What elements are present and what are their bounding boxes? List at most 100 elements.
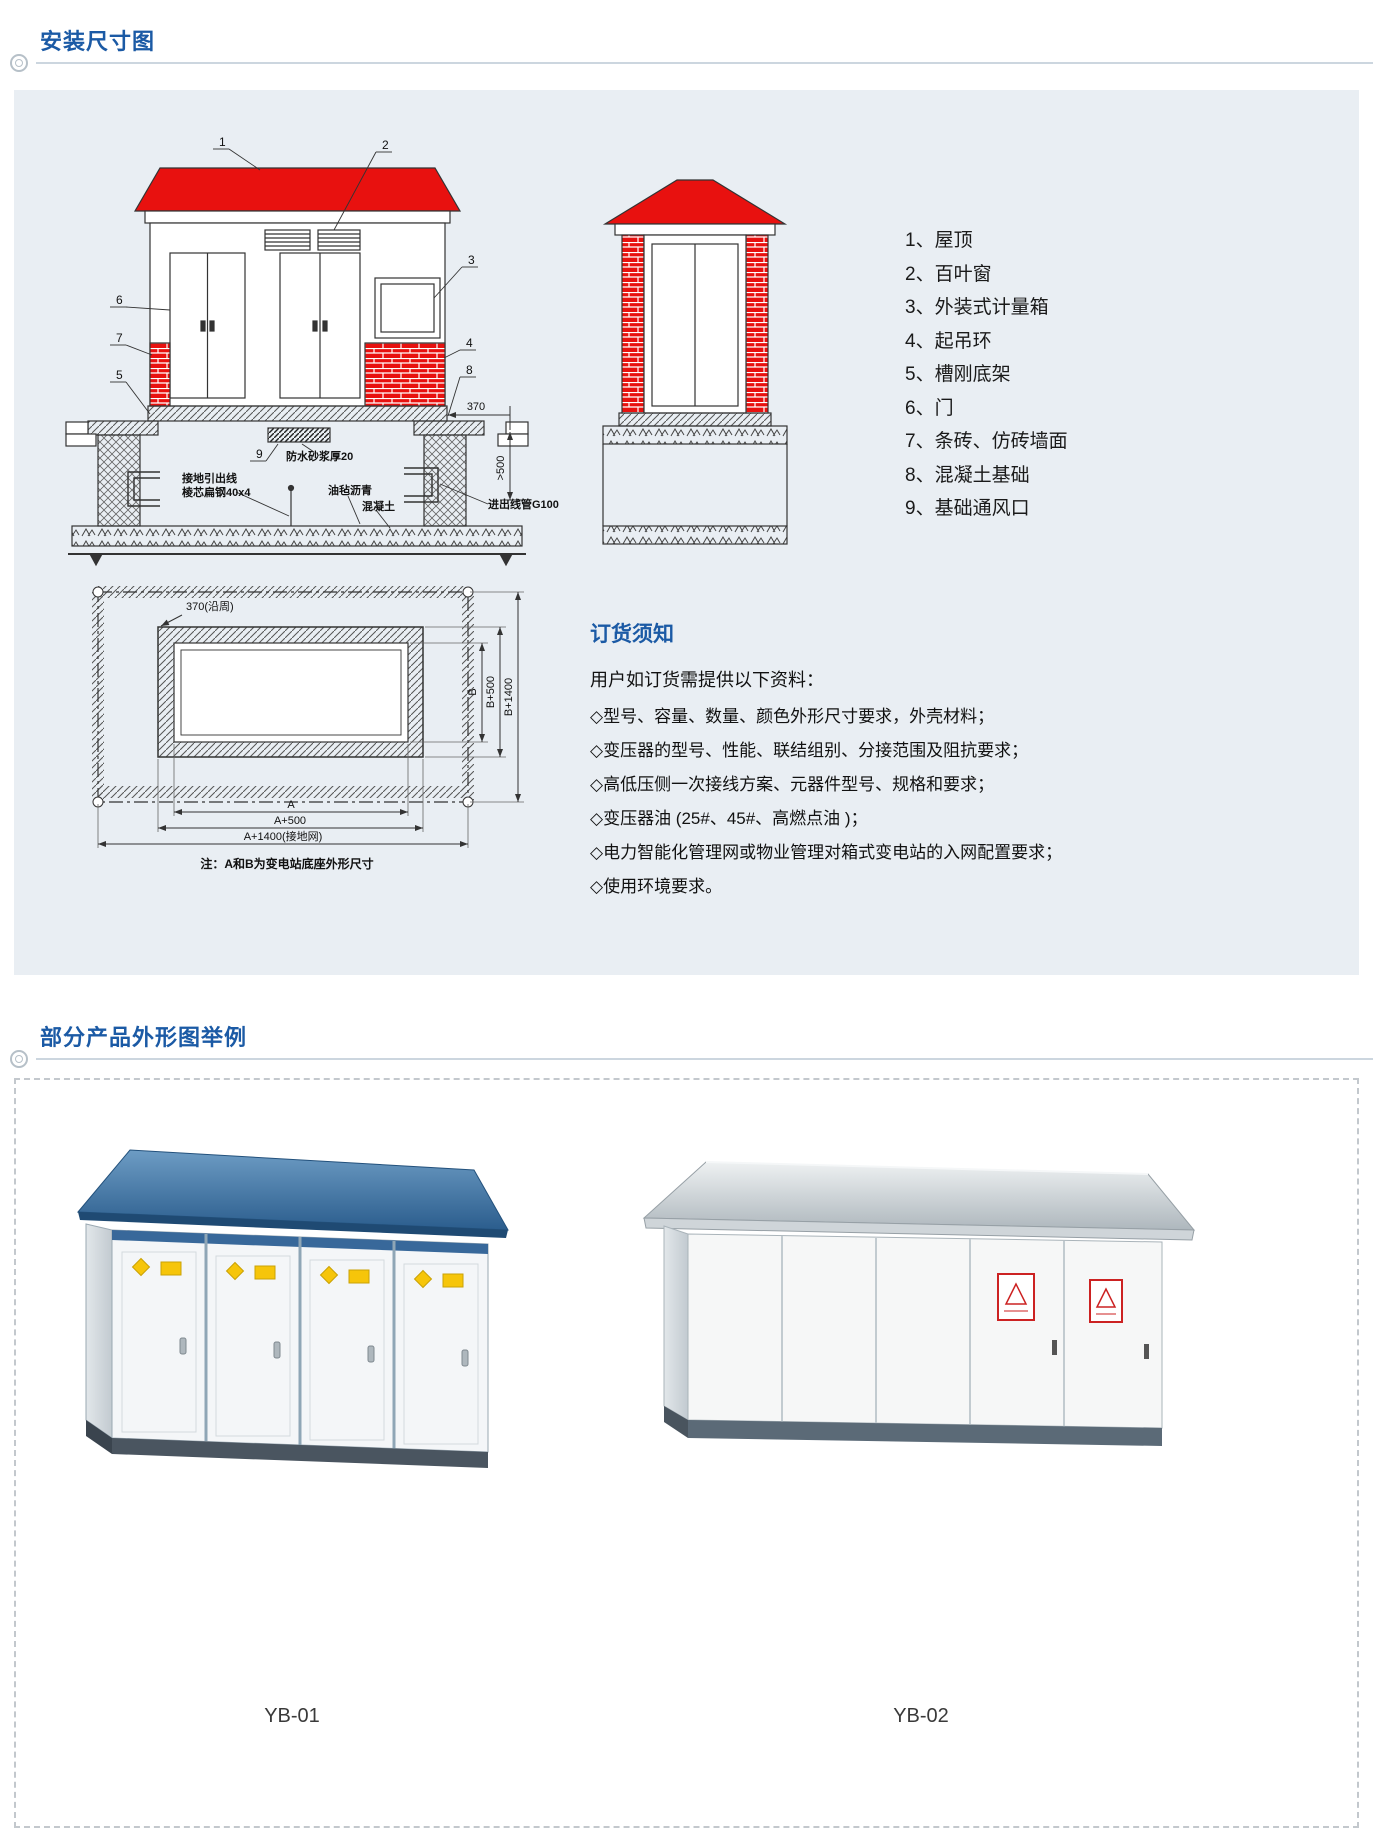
dim-370-perimeter: 370(沿周) (186, 600, 234, 613)
dim-gt500: >500 (495, 456, 507, 481)
part-item: 9、基础通风口 (905, 498, 1030, 519)
right-door (279, 252, 361, 399)
side-foundation (602, 425, 788, 545)
part-item: 5、槽刚底架 (905, 364, 1011, 385)
yb01-warning-signs (131, 1257, 464, 1289)
brick-face-left (149, 342, 171, 407)
yb02-front-face (687, 1233, 1163, 1429)
left-door (169, 252, 246, 399)
product-photo-yb01 (76, 1149, 509, 1468)
foundation-inner (173, 642, 409, 743)
ordering-item: ◇使用环境要求。 (590, 877, 723, 896)
roof (133, 167, 462, 212)
ground-lead (287, 484, 295, 526)
label-ground-lead-1: 接地引出线 (182, 471, 237, 485)
yb02-door-handles (1052, 1340, 1149, 1359)
side-brick-left (621, 234, 645, 414)
side-fascia (614, 223, 776, 236)
callout-leaders (110, 148, 478, 462)
ordering-item: ◇变压器油 (25#、45#、高燃点油 )； (590, 809, 868, 828)
anchor-right (498, 553, 514, 567)
section2-title: 部分产品外形图举例 (40, 1025, 248, 1050)
ordering-item: ◇高低压侧一次接线方案、元器件型号、规格和要求； (590, 775, 995, 794)
base-slab-edge (180, 649, 402, 736)
dim-A500: A+500 (274, 815, 306, 827)
divider-ornament-icon (10, 1050, 28, 1068)
side-channel-base (618, 412, 772, 427)
part-item: 2、百叶窗 (905, 263, 992, 285)
divider-ornament-icon (10, 54, 28, 72)
label-ground-lead-2: 棱芯扁钢40x4 (182, 485, 251, 499)
dim-B500: B+500 (485, 676, 497, 708)
ordering-items: ◇型号、容量、数量、颜色外形尺寸要求，外壳材料； ◇变压器的型号、性能、联结组别… (590, 700, 1358, 904)
callout-3: 3 (468, 253, 475, 267)
callout-5: 5 (116, 368, 123, 382)
metering-box (374, 277, 441, 339)
callout-2: 2 (382, 138, 389, 152)
side-elevation-drawing (602, 179, 788, 545)
parts-list: 1、屋顶 2、百叶窗 3、外装式计量箱 4、起吊环 5、槽刚底架 6、门 7、条… (905, 224, 1068, 526)
ordering-item: ◇变压器的型号、性能、联结组别、分接范围及阻抗要求； (590, 741, 1029, 760)
yb01-plinth (112, 1438, 488, 1468)
section1-divider (10, 54, 1373, 72)
yb01-side-face (85, 1223, 113, 1439)
yb01-plinth-side (86, 1420, 112, 1454)
callout-6: 6 (116, 293, 123, 307)
channel-base (147, 405, 448, 422)
installation-diagram-panel: 370 >500 接地引出线 棱芯扁钢40x4 油毡沥青 混凝土 进出线管G10… (14, 90, 1359, 975)
callout-4: 4 (466, 336, 473, 350)
side-door (651, 243, 739, 407)
plan-note: 注：A和B为变电站底座外形尺寸 (200, 856, 373, 871)
ordering-intro: 用户如订货需提供以下资料： (590, 670, 824, 690)
section1-title: 安装尺寸图 (40, 29, 156, 54)
caption-yb02: YB-02 (893, 1705, 949, 1727)
yb02-plinth (688, 1420, 1162, 1446)
side-structure (602, 179, 788, 545)
part-item: 8、混凝土基础 (905, 464, 1030, 486)
callout-7: 7 (116, 331, 123, 345)
conduit-hooks (127, 467, 439, 507)
ground-strip (71, 525, 523, 547)
ordering-item: ◇型号、容量、数量、颜色外形尺寸要求，外壳材料； (590, 707, 995, 726)
part-item: 1、屋顶 (905, 230, 973, 251)
plan-extension-lines (97, 591, 524, 848)
yb02-warning-signs (997, 1273, 1123, 1323)
yb02-side-face (663, 1225, 689, 1421)
dim-B: B (467, 688, 479, 695)
yb02-plinth-side (664, 1406, 688, 1438)
side-brick-right (745, 234, 769, 414)
dim-370: 370 (467, 401, 485, 413)
yb02-panel-seams (781, 1236, 1065, 1427)
callout-1: 1 (219, 135, 226, 149)
yb01-door-handles (179, 1337, 469, 1367)
label-conduit: 进出线管G100 (488, 497, 559, 511)
plan-structure (92, 586, 474, 808)
caption-yb01: YB-01 (264, 1705, 320, 1727)
dim-A1400: A+1400(接地网) (244, 830, 323, 843)
yb01-panel-seams (204, 1234, 396, 1449)
part-item: 6、门 (905, 397, 954, 419)
product-photo-yb02 (642, 1161, 1196, 1446)
dim-A: A (287, 799, 295, 811)
label-asphalt-felt: 油毡沥青 (328, 483, 372, 497)
label-concrete: 混凝土 (362, 499, 395, 513)
foundation-piers (87, 420, 485, 527)
part-item: 4、起吊环 (905, 330, 992, 352)
ordering-title: 订货须知 (590, 623, 674, 646)
foundation-vent (267, 427, 331, 443)
dim-B1400: B+1400 (503, 678, 515, 716)
front-elevation-drawing: 370 >500 接地引出线 棱芯扁钢40x4 油毡沥青 混凝土 进出线管G10… (65, 135, 559, 567)
part-item: 7、条砖、仿砖墙面 (905, 431, 1068, 452)
yb02-roof-ridge (705, 1161, 1149, 1175)
anchor-left (88, 553, 104, 567)
callout-9: 9 (256, 447, 263, 461)
section2-divider (10, 1050, 1373, 1068)
plan-dimension-lines (98, 592, 521, 847)
yb01-door-outlines (121, 1251, 479, 1445)
yb01-eave (78, 1212, 508, 1238)
ordering-item: ◇电力智能化管理网或物业管理对箱式变电站的入网配置要求； (590, 843, 1063, 862)
ordering-section: 订货须知 用户如订货需提供以下资料： ◇型号、容量、数量、颜色外形尺寸要求，外壳… (590, 618, 1358, 904)
roof-fascia (144, 210, 451, 224)
side-roof (602, 179, 788, 225)
